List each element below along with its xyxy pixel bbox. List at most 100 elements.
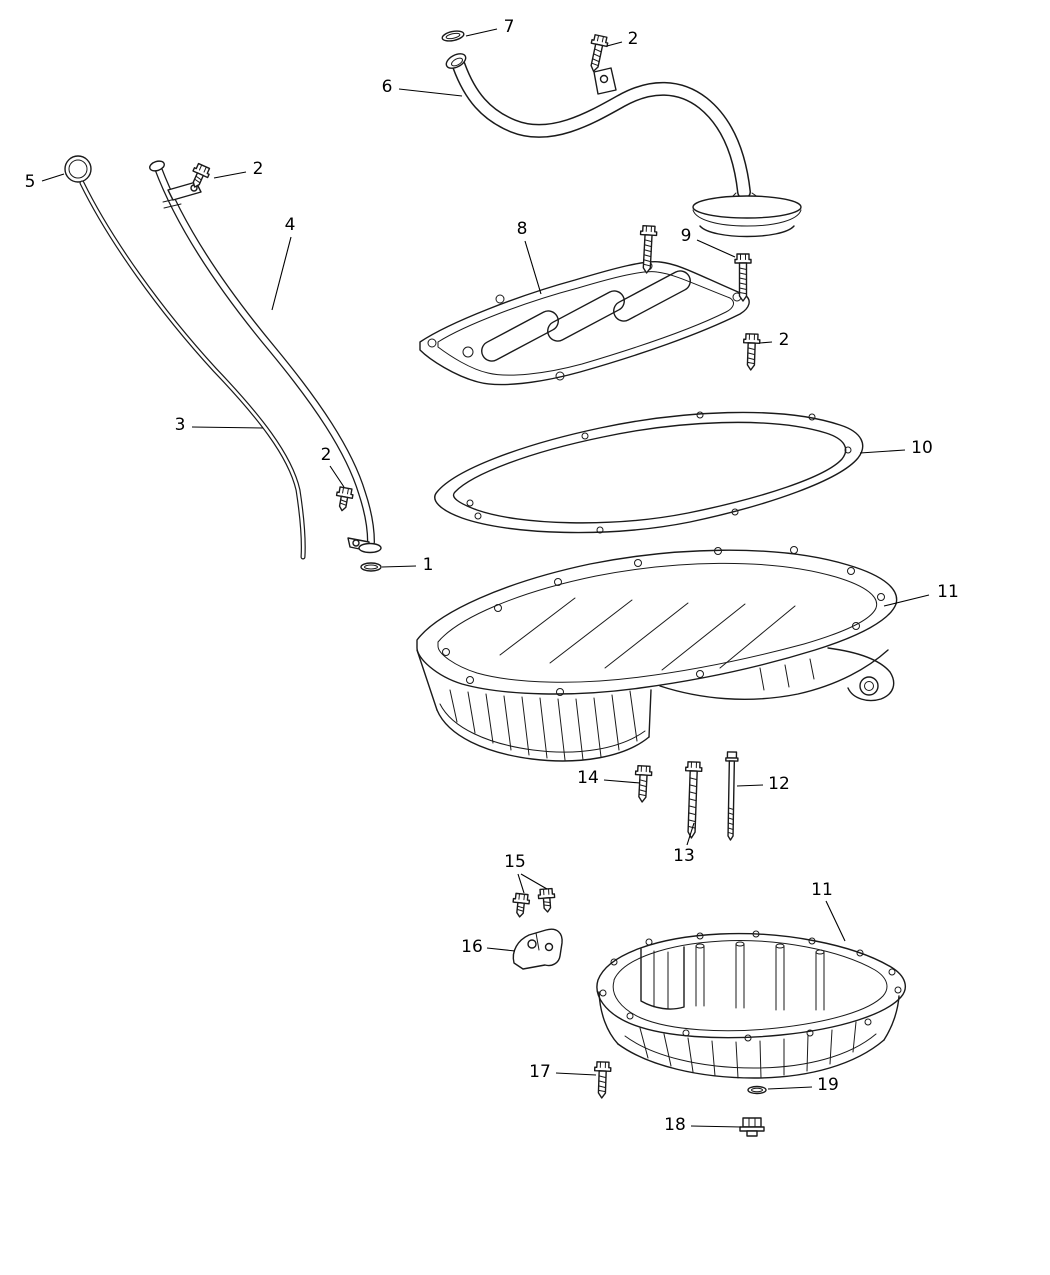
callout-12: 12	[736, 774, 790, 794]
callout-label: 10	[911, 438, 933, 458]
callout-label: 2	[253, 159, 264, 179]
bracket-16-drawing	[512, 928, 563, 970]
bolt-2-right	[742, 333, 761, 371]
callout-label: 2	[628, 29, 639, 49]
leader-line	[517, 873, 525, 894]
leader-line	[329, 465, 345, 488]
callout-1: 1	[381, 555, 433, 575]
callout-14: 14	[577, 768, 641, 788]
callout-label: 9	[681, 226, 692, 246]
callout-label: 6	[382, 77, 393, 97]
dipstick-tube-opening	[149, 160, 165, 172]
leader-line	[398, 88, 463, 97]
leader-line	[520, 873, 548, 890]
callout-11: 11	[811, 880, 846, 942]
bolt-2-upper	[584, 33, 610, 74]
leader-line	[759, 341, 773, 344]
upper-pan-flange-outer	[416, 549, 898, 695]
oring-1	[360, 562, 382, 572]
callout-16: 16	[461, 937, 516, 957]
callout-4: 4	[271, 215, 296, 311]
windage-tray-drawing	[419, 260, 750, 386]
callout-label: 11	[811, 880, 833, 900]
callout-2: 2	[759, 330, 790, 350]
callout-7: 7	[465, 17, 515, 37]
leader-line	[825, 900, 846, 942]
upper-pan-interior-ribs	[499, 597, 796, 671]
bolt-17	[593, 1061, 612, 1099]
windage-tray-bolt-holes	[427, 261, 742, 381]
leader-line	[41, 173, 65, 182]
lower-pan-walls	[598, 991, 900, 1079]
leader-line	[690, 1125, 742, 1128]
callout-11: 11	[883, 582, 959, 607]
leader-line	[524, 240, 542, 295]
callout-19: 19	[767, 1075, 839, 1095]
callout-2: 2	[213, 159, 264, 179]
lower-pan-interior-bosses	[695, 941, 825, 1011]
upper-pan-right-section	[659, 647, 895, 702]
dipstick-handle	[64, 155, 92, 183]
callout-label: 8	[517, 219, 528, 239]
callout-9: 9	[681, 226, 736, 258]
callout-label: 5	[25, 172, 36, 192]
dipstick-drawing	[64, 155, 306, 560]
callout-label: 17	[529, 1062, 551, 1082]
leader-line	[191, 426, 264, 429]
dipstick-tube-drawing	[149, 160, 382, 572]
lower-pan-flange-holes	[599, 930, 902, 1042]
oring-7	[441, 30, 465, 42]
upper-pan-flange-inner	[437, 562, 878, 683]
gasket-outer-edge	[434, 411, 864, 534]
upper-pan-flange-holes	[442, 546, 885, 696]
gasket-inner-edge	[452, 421, 847, 524]
callout-6: 6	[382, 77, 463, 97]
callout-label: 16	[461, 937, 483, 957]
oring-19	[747, 1085, 767, 1095]
callout-label: 2	[779, 330, 790, 350]
callout-label: 13	[673, 846, 695, 866]
dipstick-tube-body	[154, 164, 375, 546]
upper-oil-pan-drawing	[416, 546, 898, 762]
callout-17: 17	[529, 1062, 597, 1082]
callout-label: 14	[577, 768, 599, 788]
callout-label: 7	[504, 17, 515, 37]
leader-line	[555, 1072, 597, 1076]
callout-3: 3	[175, 415, 264, 435]
oil-pickup-tube-drawing	[441, 30, 802, 238]
leader-line	[603, 779, 641, 784]
leader-line	[883, 594, 930, 607]
lower-pan-flange-inner	[612, 940, 888, 1032]
leader-line	[381, 565, 417, 568]
leader-line	[859, 449, 906, 454]
leader-line	[465, 28, 498, 37]
leader-line	[606, 41, 623, 47]
bolt-15-b	[537, 887, 557, 914]
callout-label: 3	[175, 415, 186, 435]
callout-13: 13	[673, 822, 695, 866]
leader-line	[686, 822, 695, 846]
callout-label: 4	[285, 215, 296, 235]
lower-oil-pan-drawing	[596, 930, 907, 1137]
callout-label: 19	[817, 1075, 839, 1095]
callout-label: 2	[321, 445, 332, 465]
callout-2: 2	[606, 29, 639, 49]
oil-pan-gasket-drawing	[434, 411, 864, 534]
windage-tray-outline	[419, 260, 750, 386]
dipstick-tube-foot	[347, 537, 382, 554]
callout-10: 10	[859, 438, 933, 458]
leader-line	[767, 1086, 813, 1090]
callout-5: 5	[25, 172, 65, 192]
leader-line	[736, 784, 764, 787]
bolt-14	[633, 764, 653, 804]
windage-tray-slots	[481, 270, 691, 362]
callout-label: 11	[937, 582, 959, 602]
drain-plug-18	[739, 1117, 765, 1137]
callout-label: 12	[768, 774, 790, 794]
pickup-tube-flange	[692, 192, 802, 238]
leader-line	[271, 236, 292, 311]
bolt-15-a	[510, 892, 531, 919]
